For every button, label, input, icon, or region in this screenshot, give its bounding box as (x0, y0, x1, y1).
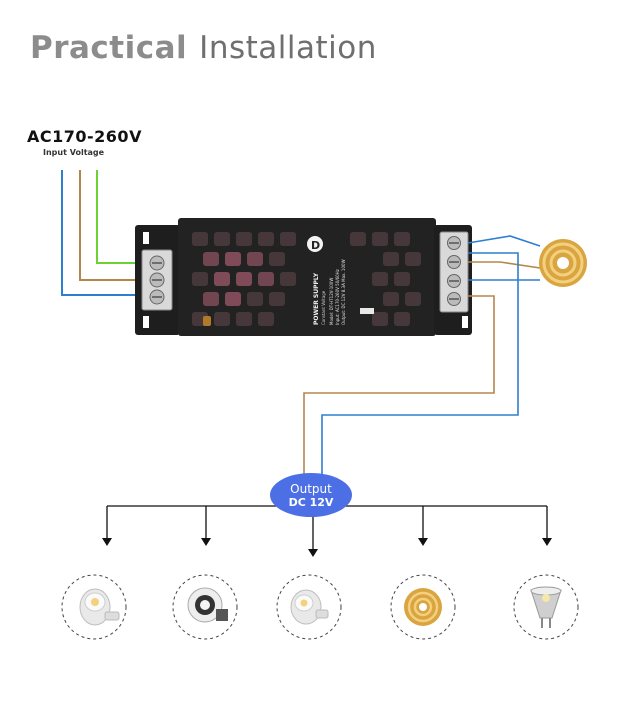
output-wires (303, 235, 541, 478)
psu-input-text: Input: AC170-260V 50/60Hz (335, 269, 340, 325)
output-wire-brown-main (303, 295, 495, 478)
gu10-spotlight-icon (290, 589, 329, 625)
output-voltage-value: DC 12V (288, 496, 334, 509)
gu10-spotlight-icon (79, 588, 120, 626)
psu-subtitle-text: Constant Voltage (321, 290, 326, 325)
psu-brand-text: POWER SUPPLY (313, 272, 320, 325)
input-wire-brown (79, 170, 143, 281)
input-voltage-label: Input Voltage (43, 148, 105, 157)
output-wire-brown-strip (468, 261, 541, 269)
psu-output-text: Output: DC 12V 8.3A Max. 100W (341, 259, 346, 325)
led-strip-reel-icon (404, 588, 442, 626)
input-voltage-value: AC170-260V (27, 127, 142, 146)
page-title: Practical Installation (30, 30, 377, 66)
arrow-heads (102, 538, 552, 557)
recessed-downlight-icon (187, 587, 228, 623)
led-strip-reel-icon (539, 239, 587, 287)
input-wires (61, 170, 143, 296)
output-wire-blue-strip-1 (467, 235, 541, 247)
output-wire-blue-main (321, 252, 519, 478)
power-supply-unit: D POWER SUPPLY Constant Voltage Model: D… (135, 218, 472, 336)
svg-text:D: D (311, 239, 320, 252)
input-wire-green (96, 170, 143, 264)
arrow-down-icon (102, 538, 112, 546)
arrow-down-icon (308, 549, 318, 557)
output-label: Output (290, 482, 332, 496)
output-voltage-badge: Output DC 12V (270, 473, 352, 517)
arrow-down-icon (542, 538, 552, 546)
brand-logo: D (307, 236, 323, 252)
output-terminal-block (439, 231, 469, 313)
arrow-down-icon (201, 538, 211, 546)
input-wire-blue (61, 170, 143, 296)
device-circles (61, 574, 579, 640)
psu-model-text: Model: DT-HT12V-100W (329, 278, 334, 325)
title-light: Installation (199, 30, 377, 66)
arrow-down-icon (418, 538, 428, 546)
title-bold: Practical (30, 30, 188, 66)
mr16-bulb-icon (530, 586, 562, 628)
